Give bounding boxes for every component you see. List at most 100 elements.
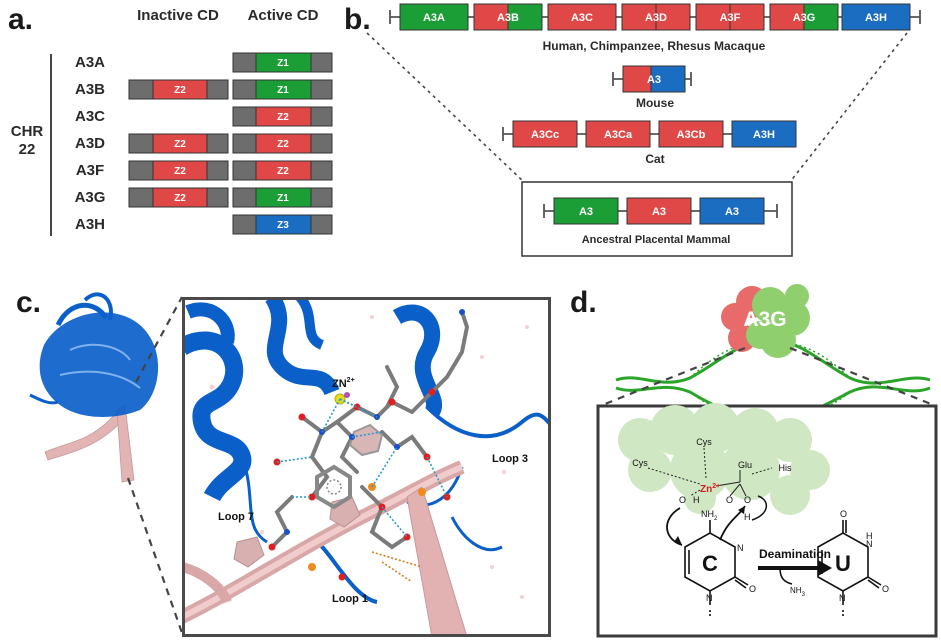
uracil-n3-label: N (866, 539, 873, 549)
chromosome-number: 22 (19, 141, 36, 158)
active-zone-block (255, 187, 312, 208)
gene-label: A3B (75, 81, 105, 98)
mouse-caption: Mouse (636, 96, 674, 110)
chromosome-label: CHR (11, 123, 44, 140)
cytosine-letter: C (702, 551, 718, 576)
zoom-line-d-left (599, 346, 746, 408)
cys-top-label: Cys (696, 437, 712, 447)
gene-box-label: A3C (571, 12, 593, 24)
gene-box-label: A3G (793, 12, 816, 24)
inactive-zone-label: Z2 (174, 139, 186, 150)
active-zone-block (255, 106, 312, 127)
gene-segment (650, 65, 686, 93)
active-zone-label: Z2 (277, 139, 289, 150)
dotted-guide-left (366, 32, 525, 183)
gene-box-label: A3Cc (531, 129, 559, 141)
primate-caption: Human, Chimpanzee, Rhesus Macaque (543, 39, 766, 53)
panel-b-label: b. (344, 3, 371, 36)
panel-d-label: d. (570, 286, 597, 319)
loop-3-label: Loop 3 (492, 453, 528, 465)
gene-label: A3G (75, 189, 106, 206)
domain-row: A3H Z3 (75, 214, 333, 235)
uracil-n1-label: N (839, 593, 846, 603)
a3g-enzyme: A3G (721, 284, 810, 358)
panel-c-label: c. (16, 286, 41, 319)
gene-block (399, 3, 469, 31)
gene-box-label: A3H (753, 129, 775, 141)
oh-o-label: O (679, 495, 686, 505)
gene-block (553, 197, 619, 225)
zinc-label: ZN2+ (332, 377, 355, 390)
gene-block (626, 197, 692, 225)
active-zone-block (255, 52, 312, 73)
panel-d: d. A3G (570, 284, 938, 638)
cys-left-label: Cys (632, 458, 648, 468)
ancestral-caption: Ancestral Placental Mammal (582, 234, 731, 246)
gene-box: A3D (621, 3, 691, 31)
inactive-zone-label: Z2 (174, 193, 186, 204)
panel-c: c. (16, 286, 551, 637)
mouse-locus: A3 (612, 65, 692, 93)
gene-block (731, 120, 797, 148)
cytosine-n1-label: N (706, 593, 713, 603)
gene-box: A3 (699, 197, 765, 225)
gene-block (547, 3, 617, 31)
nh2-symbol: NH (701, 509, 714, 519)
gene-box-label: A3 (579, 206, 593, 218)
cytosine-structure (684, 520, 749, 618)
uracil-h-label: H (866, 531, 873, 541)
a3g-label: A3G (743, 308, 786, 331)
oh-h-label: H (693, 495, 700, 505)
active-zone-label: Z1 (277, 85, 289, 96)
zoom-line-d-right (789, 346, 937, 408)
gene-box-label: A3A (423, 12, 445, 24)
active-zone-label: Z3 (277, 220, 289, 231)
inactive-z2-block (152, 79, 208, 100)
zn-label: Zn2+ (700, 483, 720, 495)
zoom-line-bottom (126, 477, 184, 634)
gene-box: A3H (731, 120, 797, 148)
header-active-cd: Active CD (248, 7, 319, 24)
uracil-o2-label: O (882, 584, 889, 594)
gene-block (512, 120, 578, 148)
inactive-z2-block (152, 187, 208, 208)
gene-box: A3 (553, 197, 619, 225)
protein-overview (29, 292, 159, 483)
nh3-symbol: NH (790, 586, 802, 595)
gene-box-label: A3 (725, 206, 739, 218)
gene-block (658, 120, 724, 148)
zinc-symbol: ZN (332, 378, 347, 390)
active-zone-label: Z2 (277, 166, 289, 177)
active-zone-label: Z1 (277, 193, 289, 204)
gene-box: A3Cb (658, 120, 724, 148)
uracil-structure (817, 520, 882, 618)
header-inactive-cd: Inactive CD (137, 7, 219, 24)
cat-caption: Cat (645, 152, 664, 166)
nh3-label: NH3 (790, 586, 806, 598)
gene-box-label: A3 (652, 206, 666, 218)
gene-box-label: A3Cb (677, 129, 706, 141)
cytosine-o-label: O (749, 584, 756, 594)
nh2-label: NH2 (701, 509, 718, 522)
active-zone-block (255, 214, 312, 235)
gene-segment (507, 3, 543, 31)
primate-locus: A3A A3B A3C A3D A3F A3G A3H (389, 3, 921, 31)
gene-box: A3B (473, 3, 543, 31)
zoom-line-top (135, 296, 183, 383)
gene-box-label: A3F (720, 12, 741, 24)
gene-box: A3Ca (585, 120, 651, 148)
inactive-zone-label: Z2 (174, 166, 186, 177)
gene-label: A3H (75, 216, 105, 233)
gene-box-label: A3H (865, 12, 887, 24)
zinc-charge: 2+ (347, 377, 355, 384)
gene-box: A3 (622, 65, 686, 93)
loop-7-label: Loop 7 (218, 511, 254, 523)
gene-segment (803, 3, 839, 31)
